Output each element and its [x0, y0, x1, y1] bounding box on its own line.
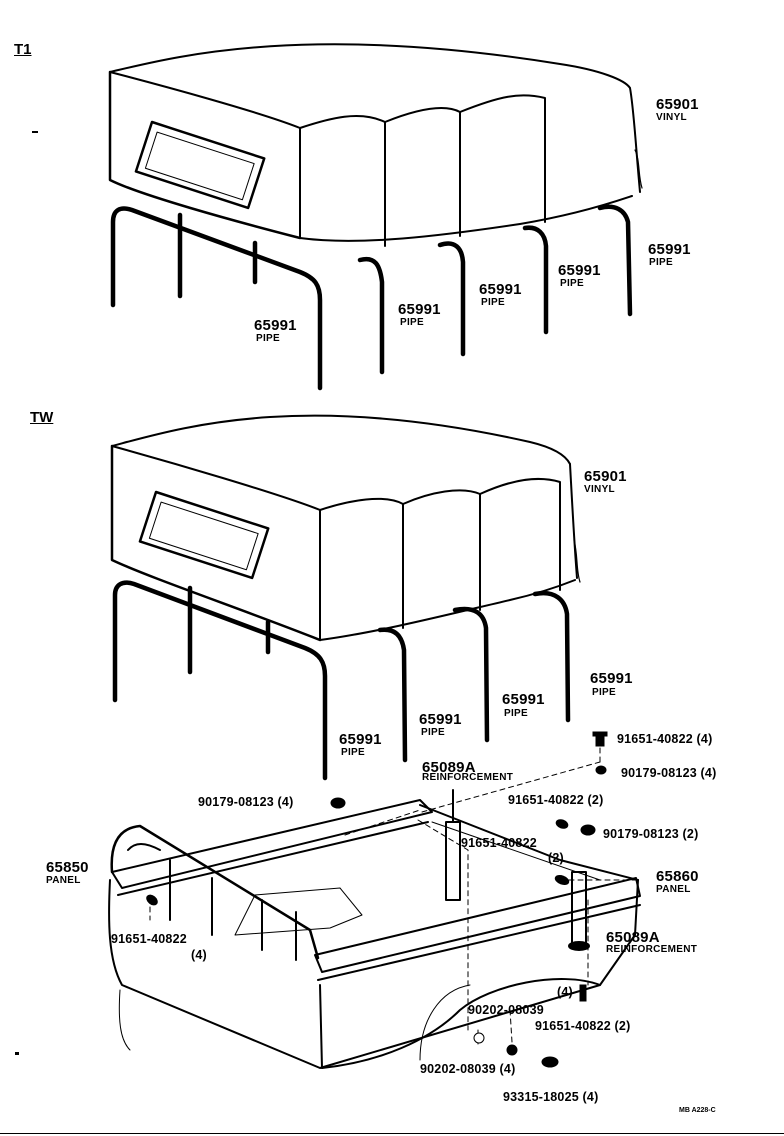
- bolt-left-quantity: (4): [191, 948, 207, 962]
- t1-pipe2-part-number: 65991: [558, 262, 601, 279]
- t1-pipe4-part-number: 65991: [398, 301, 441, 318]
- reinforcement-right: [568, 871, 590, 951]
- clip-icon: [541, 1056, 559, 1068]
- t1-pipe5-part-number: 65991: [254, 317, 297, 334]
- tw-pipe1-part-number: 65991: [590, 670, 633, 687]
- nut-mid-right-icon: [580, 824, 596, 836]
- section-title-tw: TW: [30, 409, 54, 426]
- panel-right-name: PANEL: [656, 884, 691, 895]
- tw-vinyl-name: VINYL: [584, 484, 615, 495]
- t1-pipe3-name: PIPE: [481, 297, 505, 308]
- t1-pipe-frame: [110, 204, 633, 391]
- washer-lower-label: 90202-08039 (4): [420, 1062, 516, 1076]
- bolt-center-icon: [554, 875, 570, 885]
- tw-pipe4-name: PIPE: [341, 747, 365, 758]
- nut-left-icon: [330, 797, 346, 809]
- tw-pipe4-part-number: 65991: [339, 731, 382, 748]
- t1-pipe4-name: PIPE: [400, 317, 424, 328]
- t1-canopy-vinyl: [108, 43, 643, 247]
- bolt-lower-right-icon: [579, 984, 587, 1002]
- t1-pipe1-name: PIPE: [649, 257, 673, 268]
- panel-left-part-number: 65850: [46, 859, 89, 876]
- panel-left-name: PANEL: [46, 875, 81, 886]
- t1-pipe3-part-number: 65991: [479, 281, 522, 298]
- tw-pipe2-part-number: 65991: [502, 691, 545, 708]
- bolt-lower-right-quantity: (4): [557, 985, 573, 999]
- bolt-mid-right-icon: [555, 819, 569, 829]
- bolt-mid-right-label: 91651-40822 (2): [508, 793, 604, 807]
- panel-right-part-number: 65860: [656, 868, 699, 885]
- reinforcement-left: [445, 789, 461, 901]
- margin-marks: [0, 131, 784, 1134]
- leader-lines: [149, 747, 641, 1046]
- bolt-top-right-icon: [592, 731, 608, 747]
- bolt-center-label: 91651-40822: [461, 836, 537, 850]
- washer-lower-icon: [473, 1032, 485, 1044]
- bolt-top-right-label: 91651-40822 (4): [617, 732, 713, 746]
- t1-pipe2-name: PIPE: [560, 278, 584, 289]
- reinforcement-right-name: REINFORCEMENT: [606, 944, 698, 955]
- drawing-code: MB A228-C: [679, 1107, 716, 1114]
- tw-pipe1-name: PIPE: [592, 687, 616, 698]
- tw-pipe2-name: PIPE: [504, 708, 528, 719]
- tw-vinyl-part-number: 65901: [584, 468, 627, 485]
- washer-upper-icon: [506, 1044, 518, 1056]
- nut-top-right-icon: [595, 765, 607, 775]
- tw-pipe3-name: PIPE: [421, 727, 445, 738]
- bolt-lower-right-label: 91651-40822 (2): [535, 1019, 631, 1033]
- tw-pipe-frame: [112, 580, 571, 781]
- nut-top-right-label: 90179-08123 (4): [621, 766, 717, 780]
- t1-pipe5-name: PIPE: [256, 333, 280, 344]
- bolt-left-label: 91651-40822: [111, 932, 187, 946]
- tw-pipe3-part-number: 65991: [419, 711, 462, 728]
- reinforcement-right-part-number: 65089A: [606, 929, 660, 946]
- bolt-center-quantity: (2): [548, 851, 564, 865]
- t1-pipe1-part-number: 65991: [648, 241, 691, 258]
- section-title-t1: T1: [14, 41, 32, 58]
- washer-upper-label: 90202-08039: [468, 1003, 544, 1017]
- bolt-left-icon: [146, 894, 158, 906]
- fasteners: [146, 731, 608, 1068]
- nut-mid-right-label: 90179-08123 (2): [603, 827, 699, 841]
- tw-canopy-vinyl: [110, 414, 581, 642]
- t1-vinyl-name: VINYL: [656, 112, 687, 123]
- clip-label: 93315-18025 (4): [503, 1090, 599, 1104]
- nut-left-label: 90179-08123 (4): [198, 795, 294, 809]
- reinforcement-left-part-number: 65089A: [422, 759, 476, 776]
- t1-vinyl-part-number: 65901: [656, 96, 699, 113]
- reinforcement-left-name: REINFORCEMENT: [422, 772, 514, 783]
